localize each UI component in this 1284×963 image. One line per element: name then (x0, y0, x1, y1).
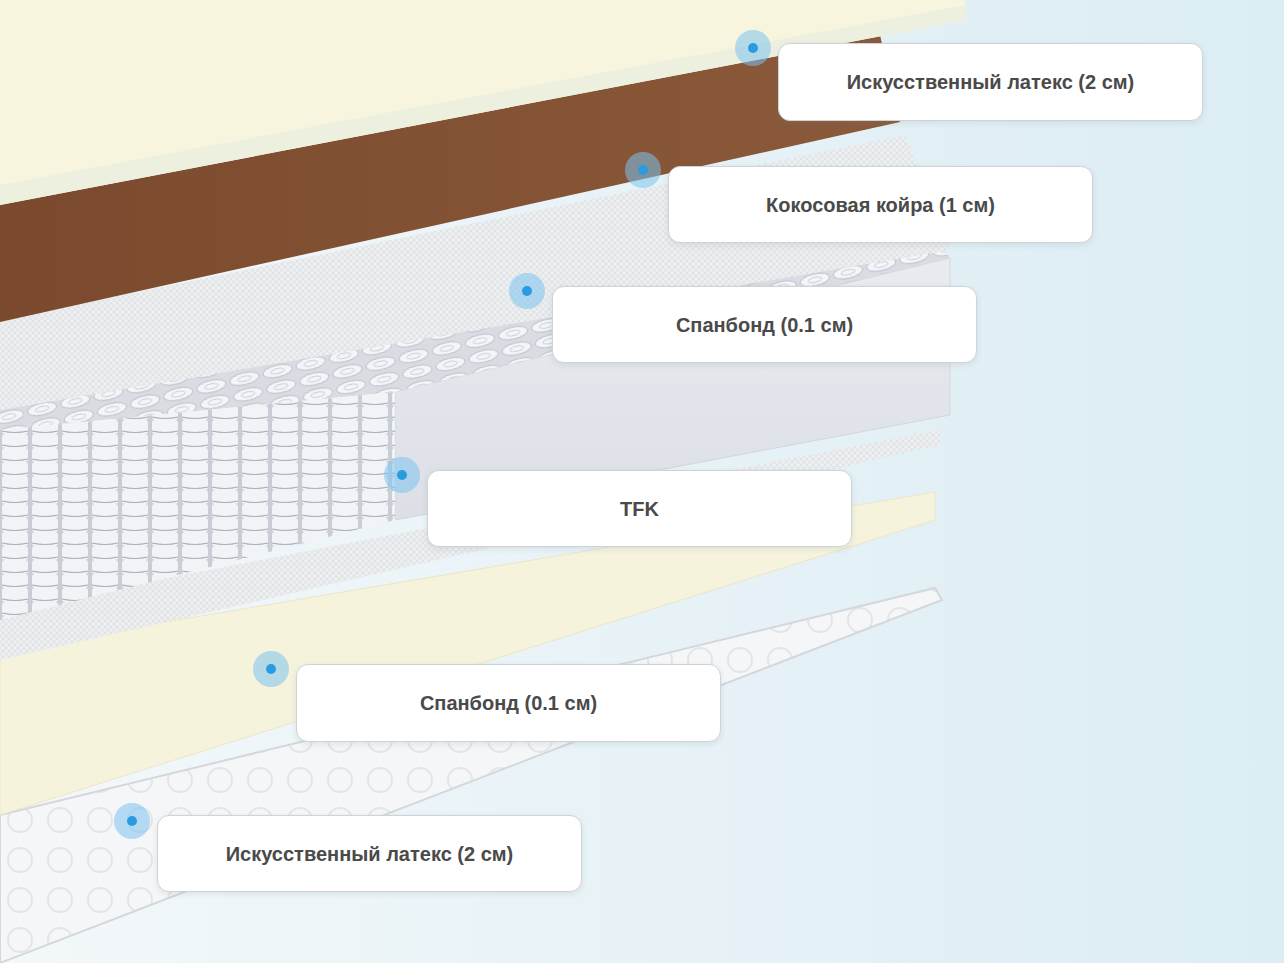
callout-dots (114, 30, 771, 839)
callout-dot (397, 470, 407, 480)
spring-block-front (0, 392, 395, 620)
callout-box: Искусственный латекс (2 см) (778, 43, 1203, 121)
callout-text: Кокосовая койра (1 см) (766, 193, 995, 217)
callout-text: Спанбонд (0.1 см) (420, 691, 597, 715)
callout-dot (509, 273, 545, 309)
callout-text: Искусственный латекс (2 см) (226, 842, 514, 866)
callout-dot (266, 664, 276, 674)
callout-text: Спанбонд (0.1 см) (676, 313, 853, 337)
callout-text: TFK (620, 497, 659, 521)
callout-dot (127, 816, 137, 826)
callout-dot (114, 803, 150, 839)
callout-dot (735, 30, 771, 66)
callout-dot (625, 152, 661, 188)
callout-box: TFK (427, 470, 852, 547)
callout-box: Искусственный латекс (2 см) (157, 815, 582, 892)
callout-box: Спанбонд (0.1 см) (552, 286, 977, 363)
callout-box: Спанбонд (0.1 см) (296, 664, 721, 742)
callout-dot (748, 43, 758, 53)
callout-text: Искусственный латекс (2 см) (847, 70, 1135, 94)
callout-dot (638, 165, 648, 175)
callout-dot (384, 457, 420, 493)
callout-dot (522, 286, 532, 296)
callout-box: Кокосовая койра (1 см) (668, 166, 1093, 243)
callout-dot (253, 651, 289, 687)
